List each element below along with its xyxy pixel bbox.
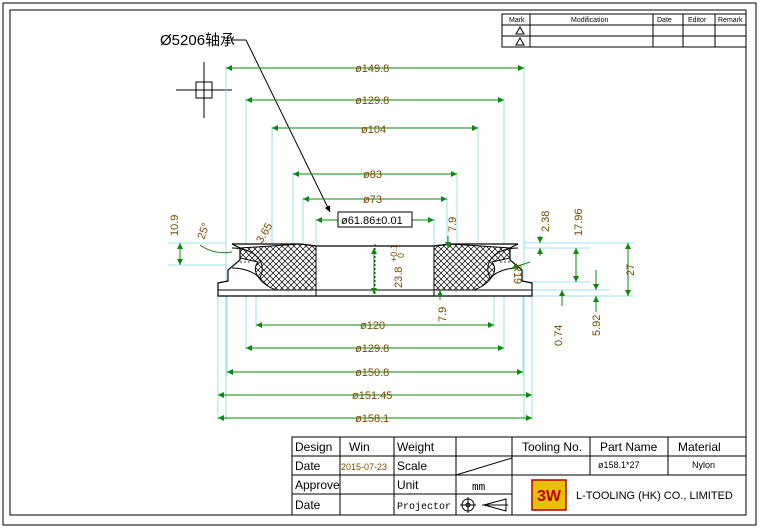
rev-header-remark: Remark xyxy=(718,17,743,24)
projection-symbol-icon xyxy=(460,497,508,513)
weight-label: Weight xyxy=(397,440,435,454)
dim-17-96: 17.96 xyxy=(573,208,585,236)
unit-value: mm xyxy=(472,482,486,494)
part-name-label: Part Name xyxy=(600,440,658,454)
company-name: L-TOOLING (HK) CO., LIMITED xyxy=(576,490,733,502)
design-label: Design xyxy=(295,440,332,454)
tol-zero: 0 xyxy=(396,253,406,258)
part-name-value: ø158.1*27 xyxy=(598,460,640,470)
extension-lines xyxy=(168,66,634,420)
material-value: Nylon xyxy=(692,460,715,470)
dim-129-8-bottom: ø129.8 xyxy=(355,343,389,355)
dim-27: 27 xyxy=(625,264,637,276)
pulley-cross-section xyxy=(217,243,533,297)
date-label: Date xyxy=(295,459,321,473)
date-value: 2015-07-23 xyxy=(341,462,387,472)
dim-5-92: 5.92 xyxy=(591,315,603,336)
dim-7-9-top: 7.9 xyxy=(447,217,459,232)
dim-150-8: ø150.8 xyxy=(355,367,389,379)
date2-label: Date xyxy=(295,498,321,512)
approve-label: Approve xyxy=(295,478,340,492)
left-groove xyxy=(231,247,263,279)
dim-73: ø73 xyxy=(363,194,382,206)
revision-triangle-icon xyxy=(515,25,525,35)
callout-leader-arrow xyxy=(245,39,331,213)
projector-label: Projector xyxy=(397,501,451,513)
logo-text: 3W xyxy=(537,488,562,505)
part-callout-label: Ø5206轴承 xyxy=(160,32,235,49)
bottom-dimensions: ø120 ø129.8 ø150.8 ø151.45 ø158.1 xyxy=(218,320,532,425)
top-dimensions: ø149.8 ø129.8 ø104 ø83 ø73 ø61.86±0.01 xyxy=(226,63,524,228)
tol-plus: +0.1 xyxy=(389,244,399,262)
dim-0-74: 0.74 xyxy=(553,325,565,346)
rev-header-editor: Editor xyxy=(688,17,707,24)
dim-120: ø120 xyxy=(360,320,385,332)
material-label: Material xyxy=(678,440,721,454)
tooling-no-label: Tooling No. xyxy=(522,440,582,454)
rev-header-date: Date xyxy=(657,17,672,24)
revision-triangle-icon xyxy=(515,36,525,46)
dim-r19: R19 xyxy=(511,264,523,284)
dim-7-9-bottom: 7.9 xyxy=(437,307,449,322)
dim-10-9: 10.9 xyxy=(169,215,181,236)
dim-129-8-top: ø129.8 xyxy=(355,95,389,107)
dim-104: ø104 xyxy=(361,124,386,136)
dim-158-1: ø158.1 xyxy=(355,413,389,425)
rev-header-modification: Modification xyxy=(571,17,608,24)
scale-label: Scale xyxy=(397,459,427,473)
dim-23-8: 23.8 xyxy=(393,267,405,288)
right-groove xyxy=(487,247,519,279)
dim-61-86: ø61.86±0.01 xyxy=(341,215,403,227)
dim-83: ø83 xyxy=(363,169,382,181)
dim-2-38: 2.38 xyxy=(540,211,552,232)
dim-151-45: ø151.45 xyxy=(352,390,392,402)
crosshair-icon xyxy=(176,62,232,118)
right-dimensions: 2.38 17.96 27 0.74 5.92 R19 xyxy=(511,208,637,346)
rev-header-mark: Mark xyxy=(509,17,525,24)
revision-table: Mark Modification Date Editor Remark xyxy=(501,13,747,48)
company-logo: 3W xyxy=(531,479,567,511)
design-value: Win xyxy=(349,440,370,454)
dim-25-deg: 25° xyxy=(196,221,213,241)
title-block: Design Win Weight Date 2015-07-23 Scale … xyxy=(291,436,747,516)
dim-149-8: ø149.8 xyxy=(355,63,389,75)
unit-label: Unit xyxy=(397,478,419,492)
